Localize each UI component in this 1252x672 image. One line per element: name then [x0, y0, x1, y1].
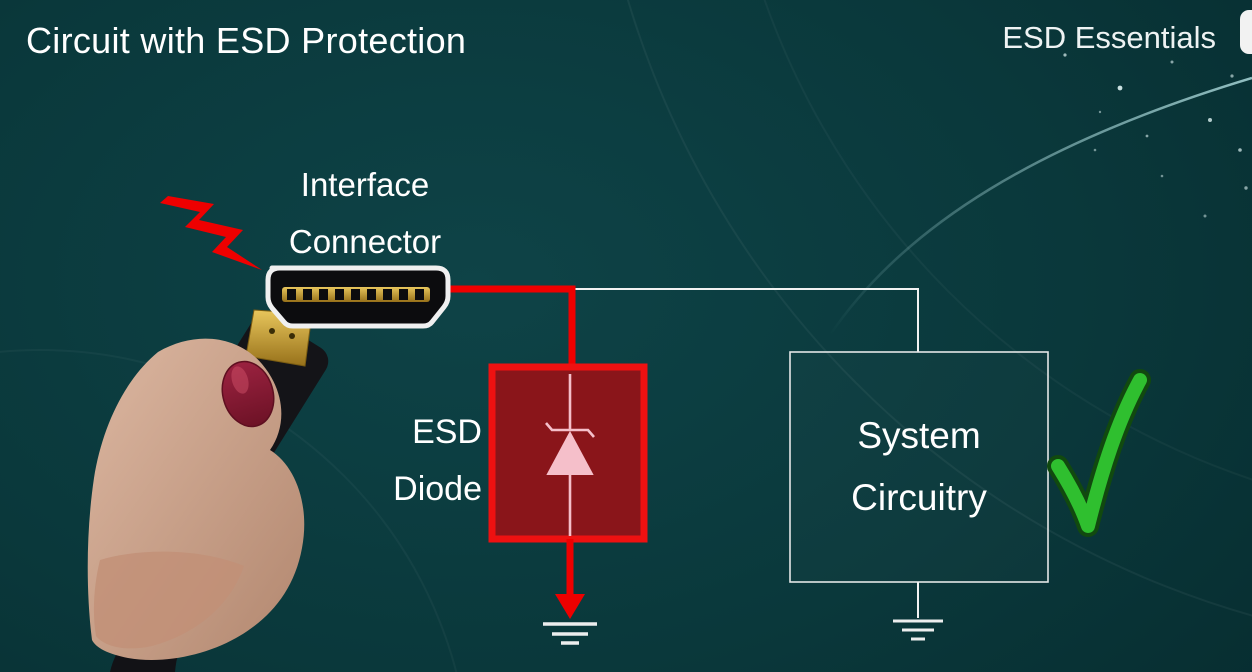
- esd-diode-label: ESD Diode: [330, 404, 482, 518]
- label-line: Circuitry: [851, 477, 987, 518]
- star-particles: [1063, 38, 1248, 218]
- label-line: ESD: [412, 413, 482, 451]
- arrow-down-icon: [555, 594, 585, 619]
- interface-connector-label: Interface Connector: [215, 156, 515, 270]
- label-line: System: [857, 415, 981, 456]
- page-title: Circuit with ESD Protection: [26, 20, 467, 61]
- brand-text: ESD Essentials: [1002, 20, 1216, 55]
- label-line: Interface: [300, 166, 430, 203]
- wire-to-diode: [440, 285, 576, 371]
- logo-partial: [1240, 10, 1252, 54]
- diode-ground-symbol: [543, 539, 597, 645]
- esd-diode-box: [488, 363, 648, 543]
- checkmark-icon: [1047, 369, 1151, 537]
- label-line: Diode: [393, 470, 482, 508]
- system-ground-symbol: [893, 582, 943, 641]
- hdmi-connector-photo: [87, 265, 451, 672]
- wire-to-system: [572, 288, 919, 352]
- lightning-icon: [160, 196, 262, 270]
- system-circuitry-label: System Circuitry: [790, 352, 1048, 582]
- wires: [440, 285, 919, 371]
- label-line: Connector: [288, 223, 442, 260]
- zener-diode-symbol: [545, 374, 595, 536]
